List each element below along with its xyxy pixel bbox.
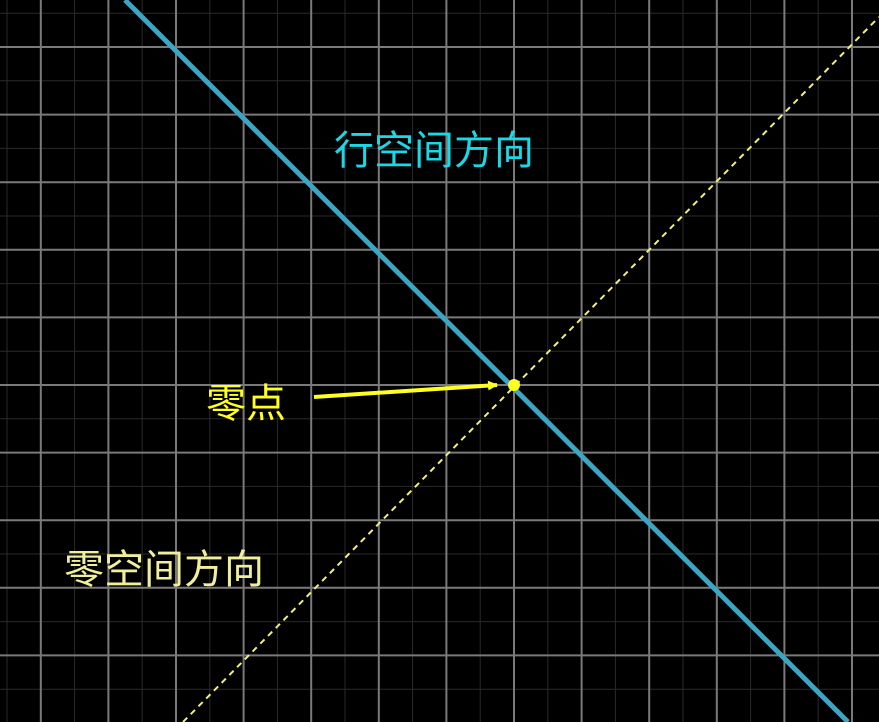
zero-point-dot <box>508 379 520 391</box>
null-space-line <box>182 16 879 722</box>
zero-point-label: 零点 <box>206 381 286 427</box>
row-space-label: 行空间方向 <box>334 128 534 174</box>
null-space-label: 零空间方向 <box>64 547 264 593</box>
row-space-line <box>123 0 850 722</box>
zero-point-arrow <box>313 380 498 399</box>
